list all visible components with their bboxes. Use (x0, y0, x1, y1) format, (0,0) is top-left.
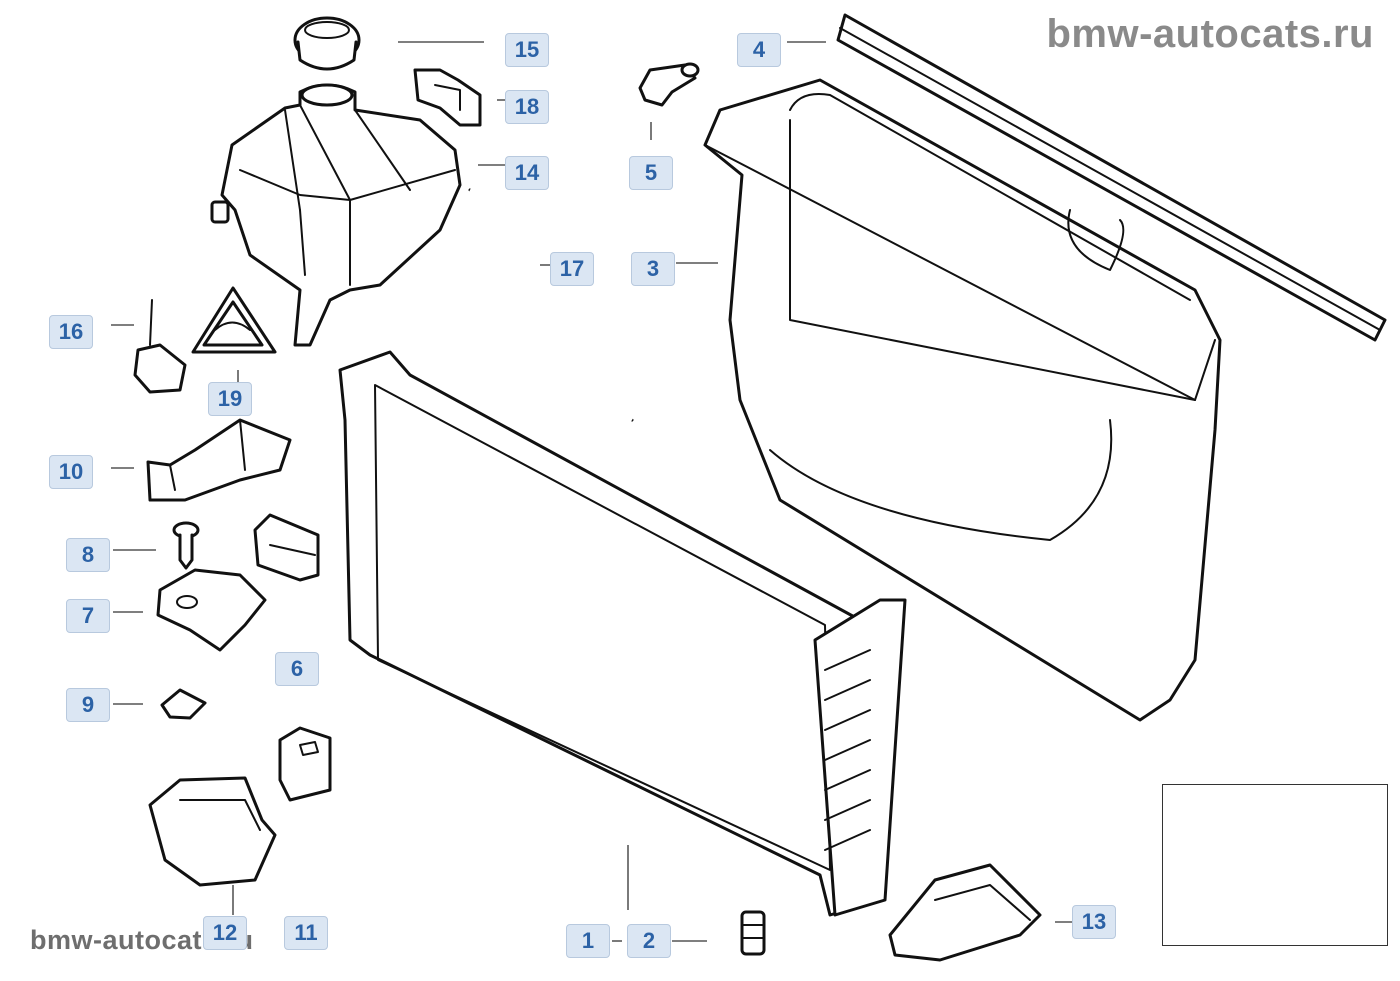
expansion-tank-cap (293, 16, 361, 71)
rubber-buffer (278, 726, 332, 802)
bracket-clip (413, 68, 482, 127)
callout-3[interactable]: 3 (631, 252, 675, 286)
radiator-bracket-left (146, 418, 292, 502)
callout-14[interactable]: 14 (505, 156, 549, 190)
callout-8[interactable]: 8 (66, 538, 110, 572)
warning-label (191, 286, 277, 354)
fan-shroud (703, 78, 1222, 722)
callout-12[interactable]: 12 (203, 916, 247, 950)
callout-11[interactable]: 11 (284, 916, 328, 950)
callout-9[interactable]: 9 (66, 688, 110, 722)
temperature-switch (740, 910, 766, 956)
callout-7[interactable]: 7 (66, 599, 110, 633)
watermark-top: bmw-autocats.ru (1046, 12, 1374, 56)
callout-15[interactable]: 15 (505, 33, 549, 67)
air-duct-right (888, 863, 1042, 962)
callout-5[interactable]: 5 (629, 156, 673, 190)
callout-18[interactable]: 18 (505, 90, 549, 124)
clip-nut (160, 688, 207, 720)
car-location-thumbnail (1162, 784, 1388, 946)
callout-1[interactable]: 1 (566, 924, 610, 958)
expanding-rivet (638, 62, 700, 107)
callout-17[interactable]: 17 (550, 252, 594, 286)
callout-13[interactable]: 13 (1072, 905, 1116, 939)
support-bracket (156, 568, 267, 652)
callout-16[interactable]: 16 (49, 315, 93, 349)
callout-19[interactable]: 19 (208, 382, 252, 416)
callout-6[interactable]: 6 (275, 652, 319, 686)
level-sensor (133, 299, 187, 394)
coolant-hose (467, 185, 635, 425)
radiator (338, 350, 907, 917)
callout-4[interactable]: 4 (737, 33, 781, 67)
rubber-mount (253, 513, 320, 582)
expansion-tank (210, 83, 462, 347)
screw (172, 521, 200, 570)
callout-10[interactable]: 10 (49, 455, 93, 489)
rubber-seal-strip (836, 13, 1387, 342)
callout-2[interactable]: 2 (627, 924, 671, 958)
air-duct-left (148, 776, 277, 887)
